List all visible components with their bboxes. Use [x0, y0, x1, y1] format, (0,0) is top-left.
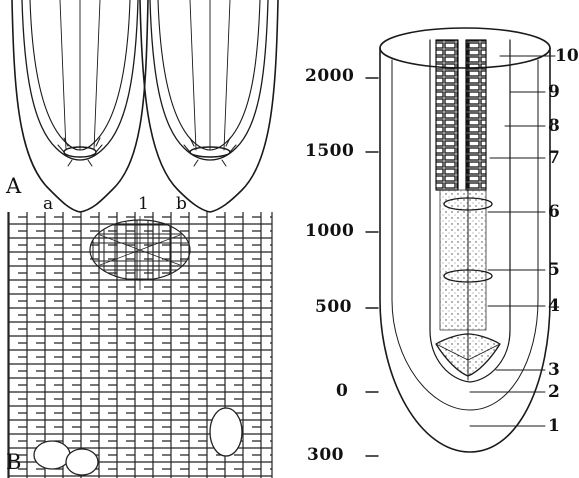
part-label-3: 3: [548, 362, 560, 379]
part-label-4: 4: [548, 298, 560, 315]
part-label-10: 10: [555, 48, 579, 65]
sub-label-b: b: [176, 196, 187, 213]
scale-label-500: 500: [315, 299, 352, 316]
part-label-2: 2: [548, 384, 560, 401]
root-cylinder: [366, 28, 555, 456]
scale-label-1500: 1500: [305, 143, 354, 160]
part-label-5: 5: [548, 262, 560, 279]
part-label-6: 6: [548, 204, 560, 221]
panel-b-tissue: [8, 212, 272, 478]
panel-a-label: A: [6, 176, 21, 197]
part-label-8: 8: [548, 118, 560, 135]
panel-a-root-tip-a: [12, 0, 148, 212]
scale-label-300: 300: [307, 447, 344, 464]
sub-label-a: a: [43, 196, 53, 213]
panel-a-root-tip-b: [140, 0, 278, 212]
panel-b-label: B: [6, 452, 21, 473]
scale-label-2000: 2000: [305, 68, 354, 85]
part-label-1: 1: [548, 418, 560, 435]
part-label-9: 9: [548, 84, 560, 101]
part-label-7: 7: [548, 150, 560, 167]
center-marker-label: 1: [138, 196, 149, 213]
scale-label-0: 0: [336, 383, 348, 400]
scale-label-1000: 1000: [305, 223, 354, 240]
